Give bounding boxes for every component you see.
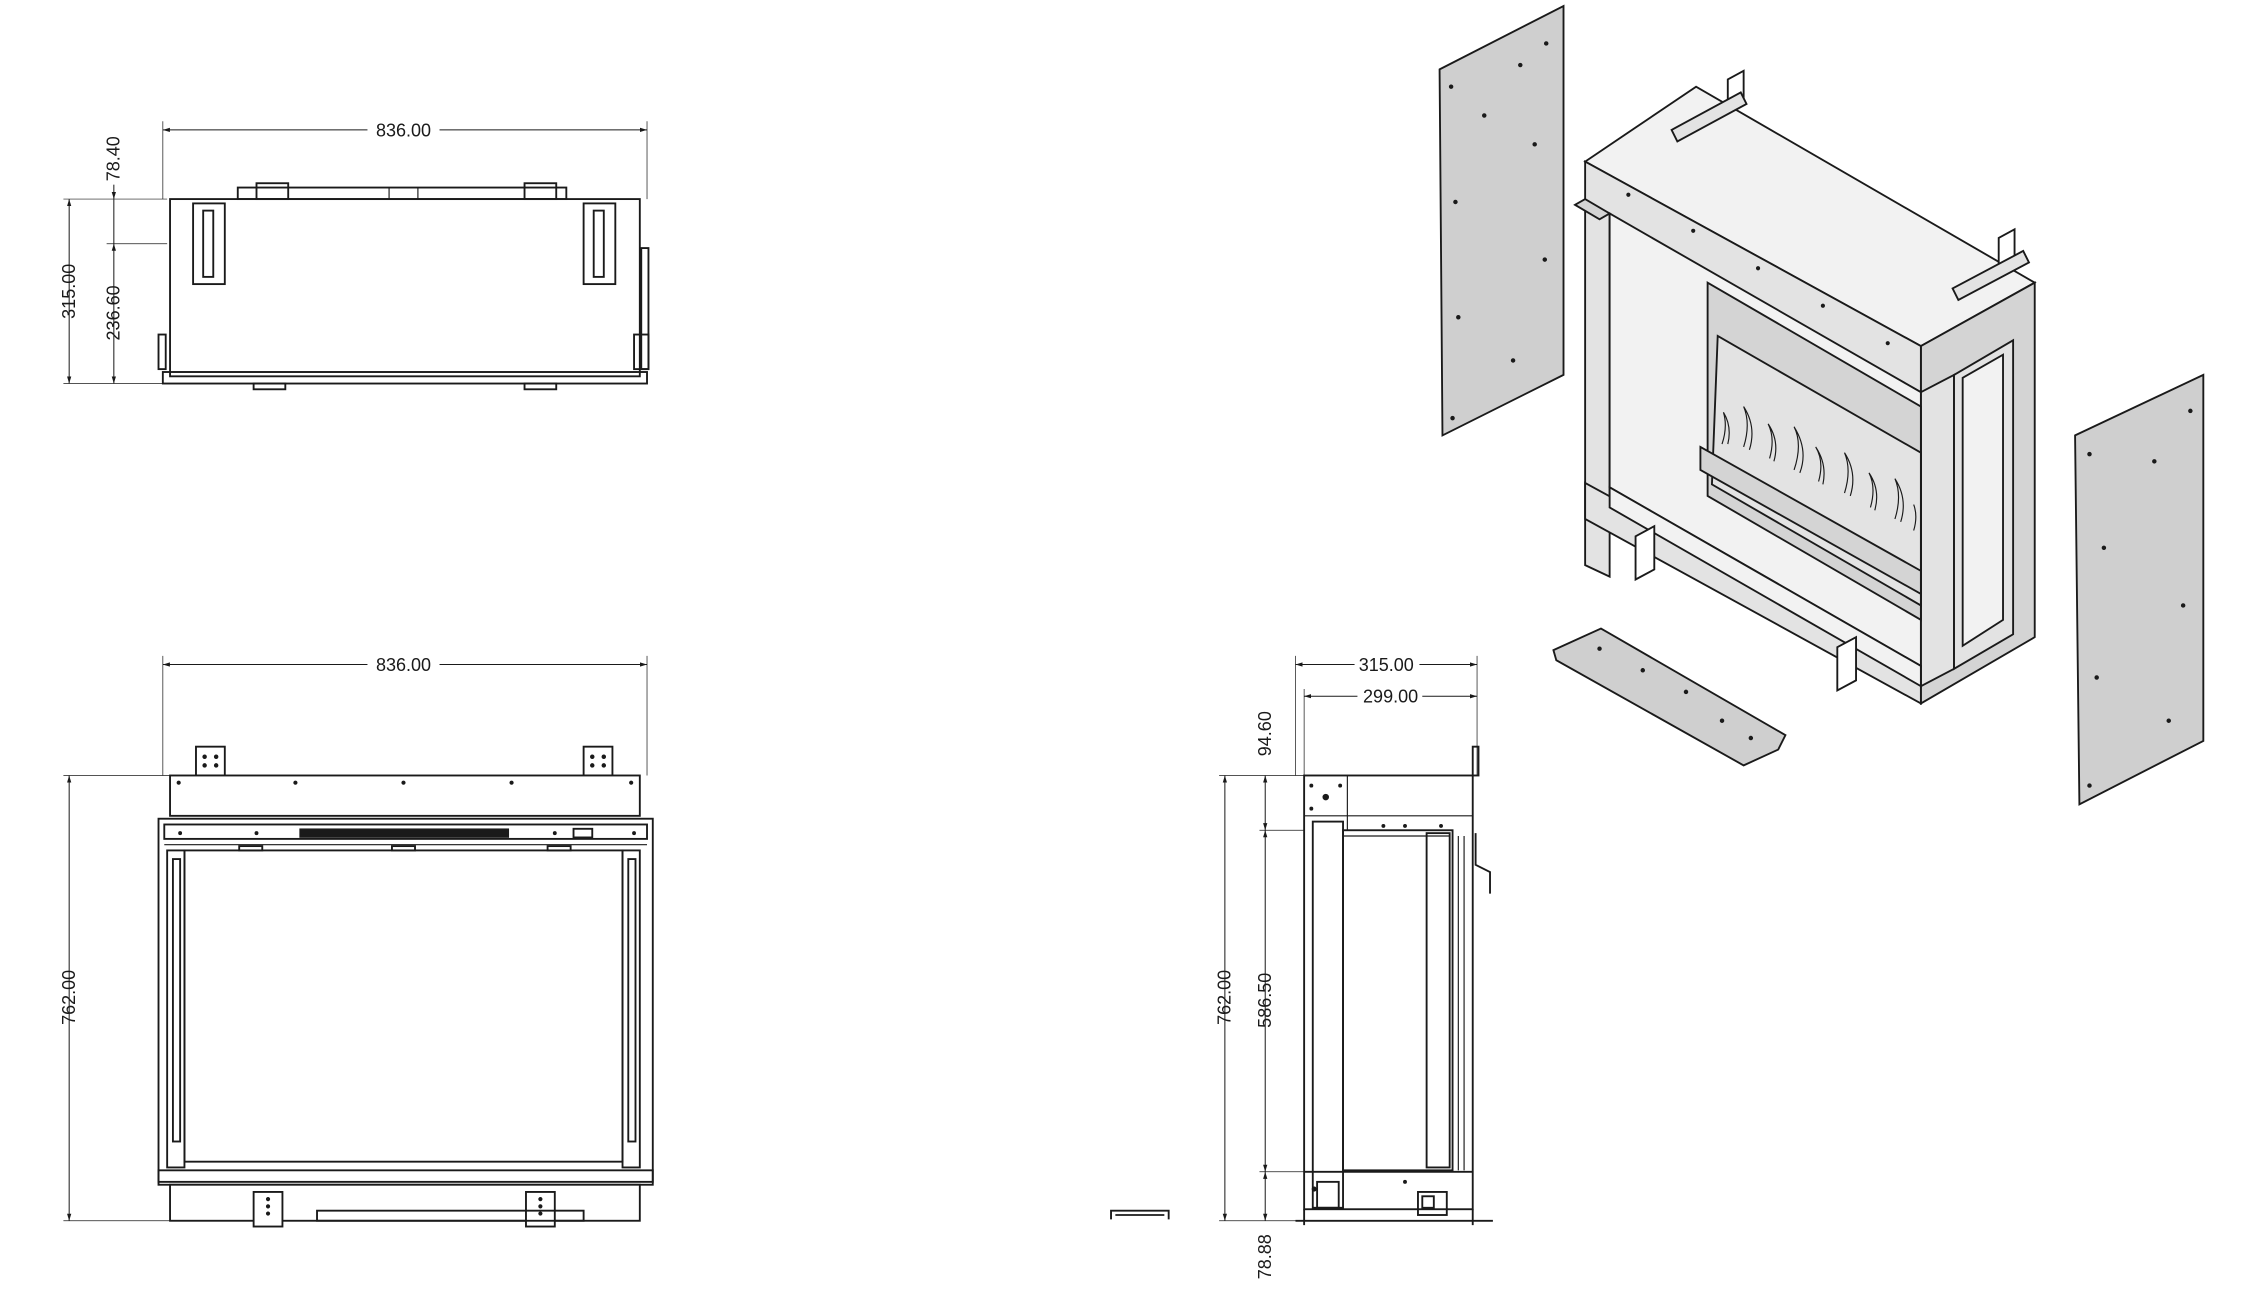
left-side-panel: [1438, 4, 1565, 437]
side-inner-depth-label: 299.00: [1363, 687, 1418, 707]
side-top-dimension: 94.60: [1255, 711, 1275, 831]
front-bottom-band: [169, 1183, 641, 1222]
top-view: 836.00 315.00 78.40 236.60: [59, 120, 650, 391]
fireplace-box: [1573, 69, 2037, 706]
bottom-tray: [1552, 627, 1787, 767]
side-top-label: 94.60: [1255, 711, 1275, 756]
top-offset-dimension: 78.40: [104, 136, 124, 244]
front-height-dimension: 762.00: [59, 775, 79, 1221]
front-view: 836.00 762.00: [59, 655, 654, 1228]
side-bottom-dimension: 78.88: [1255, 1171, 1275, 1279]
side-mid-label: 586.50: [1255, 973, 1275, 1028]
side-view-body: [1303, 774, 1474, 1211]
side-height-label: 762.00: [1215, 970, 1235, 1025]
front-height-label: 762.00: [59, 970, 79, 1025]
top-inner-depth-label: 236.60: [104, 285, 124, 340]
top-view-body: [169, 198, 641, 378]
side-depth-label: 315.00: [1359, 655, 1414, 675]
top-width-dimension: 836.00: [162, 120, 648, 140]
side-bottom-label: 78.88: [1255, 1234, 1275, 1279]
side-height-dimension: 762.00: [1215, 775, 1235, 1221]
side-depth-dimension: 315.00: [1295, 655, 1478, 675]
side-inner-depth-dimension: 299.00: [1304, 687, 1478, 707]
isometric-view: [1438, 4, 2205, 806]
small-bracket: [1110, 1209, 1170, 1220]
top-offset-label: 78.40: [104, 136, 124, 181]
front-opening: [183, 849, 624, 1163]
front-width-label: 836.00: [376, 655, 431, 675]
top-depth-label: 315.00: [59, 264, 79, 319]
side-mid-dimension: 586.50: [1255, 830, 1275, 1172]
front-vent-grille: [299, 828, 510, 838]
flame-panel: [1710, 334, 1922, 608]
side-view: 315.00 299.00 762.00 94.60 586.50 78.88: [1215, 655, 1493, 1279]
front-width-dimension: 836.00: [162, 655, 648, 675]
top-width-label: 836.00: [376, 120, 431, 140]
front-frame: [157, 817, 654, 1183]
top-depth-dimension: 315.00: [59, 199, 79, 384]
top-inner-depth-dimension: 236.60: [104, 243, 124, 384]
right-side-panel: [2074, 373, 2205, 806]
side-window: [1342, 829, 1454, 1172]
